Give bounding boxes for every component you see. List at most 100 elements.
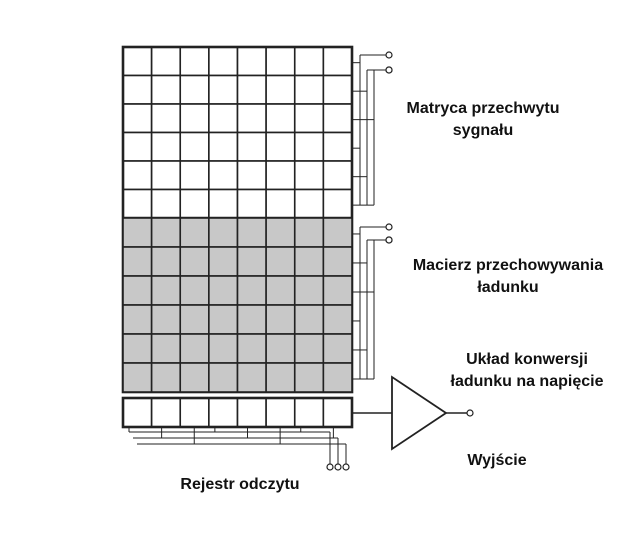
- storage-pixel: [265, 333, 296, 364]
- storage-pixel: [293, 304, 325, 335]
- image-pixel: [265, 74, 296, 105]
- image-pixel: [322, 160, 353, 191]
- image-pixel: [150, 103, 182, 134]
- readout-register: [121, 396, 354, 429]
- image-pixel: [179, 103, 210, 134]
- storage-pixel: [322, 362, 353, 393]
- storage-pixel: [236, 333, 267, 364]
- storage-pixel: [293, 362, 325, 393]
- image-pixel: [208, 131, 239, 162]
- storage-pixel: [179, 333, 210, 364]
- image-pixel: [322, 103, 353, 134]
- charge-to-voltage-amplifier: [352, 375, 474, 451]
- image-pixel: [322, 46, 353, 77]
- storage-pixel: [236, 362, 267, 393]
- storage-pixel: [322, 217, 353, 248]
- storage-pixel: [150, 304, 182, 335]
- register-cell: [322, 397, 353, 428]
- storage-pixel: [265, 362, 296, 393]
- storage-pixel: [322, 304, 353, 335]
- storage-pixel: [265, 304, 296, 335]
- image-pixel: [179, 46, 210, 77]
- image-pixel: [208, 160, 239, 191]
- register-clock-lines: [128, 427, 350, 471]
- image-pixel: [236, 103, 267, 134]
- register-cell: [208, 397, 239, 428]
- image-pixel: [208, 74, 239, 105]
- storage-pixel: [208, 333, 239, 364]
- image-pixel: [122, 131, 153, 162]
- amplifier-triangle: [391, 375, 448, 451]
- image-pixel: [236, 188, 267, 219]
- image-pixel: [293, 131, 325, 162]
- storage-pixel: [236, 246, 267, 277]
- register-terminal: [342, 463, 350, 471]
- storage-pixel: [265, 217, 296, 248]
- storage-pixel: [179, 246, 210, 277]
- readout-register-label: Rejestr odczytu: [180, 476, 300, 493]
- storage-pixel: [150, 246, 182, 277]
- output-terminal: [466, 409, 474, 417]
- image-pixel: [236, 160, 267, 191]
- register-cell: [265, 397, 296, 428]
- image-pixel: [150, 131, 182, 162]
- image-pixel: [265, 131, 296, 162]
- storage-pixel: [122, 246, 153, 277]
- image-capture-matrix: [121, 45, 354, 394]
- register-cell: [150, 397, 182, 428]
- storage-pixel: [179, 304, 210, 335]
- image-pixel: [322, 74, 353, 105]
- storage-pixel: [208, 275, 239, 306]
- image-pixel: [179, 188, 210, 219]
- storage-pixel: [150, 275, 182, 306]
- storage-pixel: [208, 246, 239, 277]
- register-cell: [293, 397, 325, 428]
- image-pixel: [122, 46, 153, 77]
- image-clock-terminal: [385, 66, 393, 74]
- storage-pixel: [265, 275, 296, 306]
- storage-pixel: [179, 275, 210, 306]
- storage-matrix-label-line2: ładunku: [477, 279, 539, 296]
- image-matrix-label-line2: sygnału: [452, 122, 514, 139]
- storage-pixel: [208, 362, 239, 393]
- image-clock-terminal: [385, 51, 393, 59]
- storage-pixel: [150, 362, 182, 393]
- storage-pixel: [293, 246, 325, 277]
- image-pixel: [265, 160, 296, 191]
- image-pixel: [293, 74, 325, 105]
- storage-pixel: [322, 333, 353, 364]
- image-pixel: [208, 46, 239, 77]
- converter-label-line1: Układ konwersji: [466, 351, 588, 368]
- register-cell: [236, 397, 267, 428]
- storage-pixel: [293, 217, 325, 248]
- storage-pixel: [150, 333, 182, 364]
- image-pixel: [293, 160, 325, 191]
- converter-label-line2: ładunku na napięcie: [450, 373, 604, 390]
- image-pixel: [265, 103, 296, 134]
- image-pixel: [293, 103, 325, 134]
- register-cell: [122, 397, 153, 428]
- storage-matrix-label-line1: Macierz przechowywania: [412, 257, 604, 274]
- storage-pixel: [293, 275, 325, 306]
- image-pixel: [265, 46, 296, 77]
- image-pixel: [122, 160, 153, 191]
- storage-pixel: [122, 362, 153, 393]
- storage-pixel: [322, 246, 353, 277]
- storage-clock-terminal: [385, 236, 393, 244]
- image-pixel: [179, 160, 210, 191]
- storage-pixel: [265, 246, 296, 277]
- storage-pixel: [179, 362, 210, 393]
- image-pixel: [122, 74, 153, 105]
- image-pixel: [322, 188, 353, 219]
- storage-pixel: [208, 304, 239, 335]
- storage-clock-terminal: [385, 223, 393, 231]
- image-matrix-label: Matryca przechwytu sygnału: [398, 98, 568, 142]
- register-cell: [179, 397, 210, 428]
- image-matrix-label-line1: Matryca przechwytu: [406, 100, 560, 117]
- register-terminal: [334, 463, 342, 471]
- image-pixel: [179, 74, 210, 105]
- image-pixel: [265, 188, 296, 219]
- clock-lines: [352, 51, 393, 380]
- storage-pixel: [236, 304, 267, 335]
